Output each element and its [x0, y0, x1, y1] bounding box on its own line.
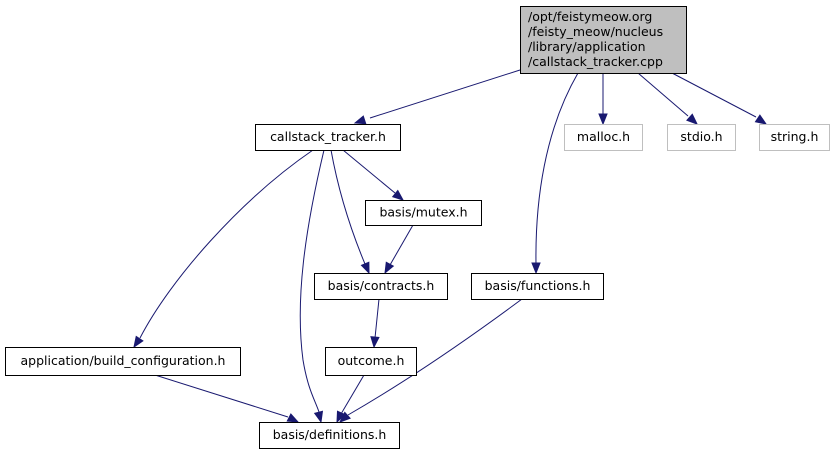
arrow-head-icon — [336, 410, 346, 424]
edge-line — [347, 298, 523, 416]
node-box — [255, 124, 401, 151]
node-label: /library/application — [528, 39, 646, 54]
node-box — [365, 200, 482, 226]
edge-line — [637, 72, 689, 117]
edge-line — [535, 72, 579, 266]
arrow-head-icon — [754, 114, 768, 125]
arrow-head-icon — [686, 113, 698, 125]
node-label: stdio.h — [680, 129, 722, 144]
node-box — [471, 273, 604, 300]
edge-outcome-h-to-definitions-h — [336, 374, 365, 424]
node-stdio-h: stdio.h — [667, 124, 736, 151]
edge-build-configuration-h-to-definitions-h — [154, 374, 300, 423]
edge-line — [154, 374, 289, 418]
node-label: outcome.h — [338, 353, 405, 368]
node-outcome-h[interactable]: outcome.h — [325, 347, 417, 376]
arrow-head-icon — [384, 261, 395, 275]
arrow-head-icon — [391, 189, 405, 201]
node-definitions-h[interactable]: basis/definitions.h — [259, 422, 400, 449]
edge-root-to-string-h — [671, 72, 768, 125]
arrow-head-icon — [370, 336, 380, 349]
edge-root-to-stdio-h — [637, 72, 698, 125]
edge-callstack-tracker-h-to-definitions-h — [299, 149, 325, 424]
edge-line — [369, 69, 521, 119]
node-box — [314, 273, 448, 300]
edge-mutex-h-to-contracts-h — [384, 224, 414, 275]
node-mutex-h[interactable]: basis/mutex.h — [365, 200, 482, 226]
edge-line — [299, 149, 325, 413]
arrow-head-icon — [133, 335, 144, 349]
edges-layer — [133, 69, 768, 424]
node-label: basis/definitions.h — [273, 427, 387, 442]
node-callstack-tracker-h[interactable]: callstack_tracker.h — [255, 124, 401, 151]
node-malloc-h: malloc.h — [564, 124, 643, 151]
node-label: callstack_tracker.h — [270, 129, 386, 144]
node-string-h: string.h — [759, 124, 830, 151]
edge-callstack-tracker-h-to-build-configuration-h — [133, 149, 314, 349]
node-build-configuration-h[interactable]: application/build_configuration.h — [5, 347, 241, 376]
edge-line — [342, 149, 396, 194]
arrow-head-icon — [360, 261, 370, 275]
nodes-layer: /opt/feistymeow.org/feisty_meow/nucleus/… — [5, 6, 830, 449]
arrow-head-icon — [313, 410, 324, 424]
arrow-head-icon — [598, 113, 608, 126]
node-box — [325, 347, 417, 376]
edge-root-to-functions-h — [531, 72, 579, 275]
edge-line — [374, 298, 380, 339]
arrow-head-icon — [286, 413, 300, 423]
edge-root-to-callstack-tracker-h — [353, 69, 521, 125]
node-box — [667, 124, 736, 151]
node-label: string.h — [771, 129, 819, 144]
node-box — [5, 347, 241, 376]
edge-line — [389, 224, 414, 266]
edge-contracts-h-to-outcome-h — [370, 298, 380, 349]
edge-line — [330, 149, 366, 265]
edge-line — [139, 149, 314, 339]
node-contracts-h[interactable]: basis/contracts.h — [314, 273, 448, 300]
node-functions-h[interactable]: basis/functions.h — [471, 273, 604, 300]
edge-root-to-malloc-h — [598, 73, 608, 126]
node-label: application/build_configuration.h — [21, 353, 226, 368]
node-box — [564, 124, 643, 151]
node-root[interactable]: /opt/feistymeow.org/feisty_meow/nucleus/… — [520, 6, 687, 74]
node-box — [759, 124, 830, 151]
arrow-head-icon — [353, 115, 367, 125]
node-label: /feisty_meow/nucleus — [528, 24, 663, 39]
arrow-head-icon — [531, 262, 541, 275]
node-label: basis/mutex.h — [379, 205, 467, 220]
node-label: basis/contracts.h — [328, 278, 435, 293]
edge-callstack-tracker-h-to-mutex-h — [342, 149, 405, 201]
node-box — [520, 6, 687, 74]
node-label: /opt/feistymeow.org — [528, 9, 652, 24]
edge-line — [340, 374, 365, 415]
node-label: /callstack_tracker.cpp — [528, 54, 663, 69]
edge-callstack-tracker-h-to-contracts-h — [330, 149, 370, 275]
node-box — [259, 422, 400, 449]
node-label: malloc.h — [577, 129, 630, 144]
node-label: basis/functions.h — [485, 278, 591, 293]
edge-line — [671, 72, 757, 118]
